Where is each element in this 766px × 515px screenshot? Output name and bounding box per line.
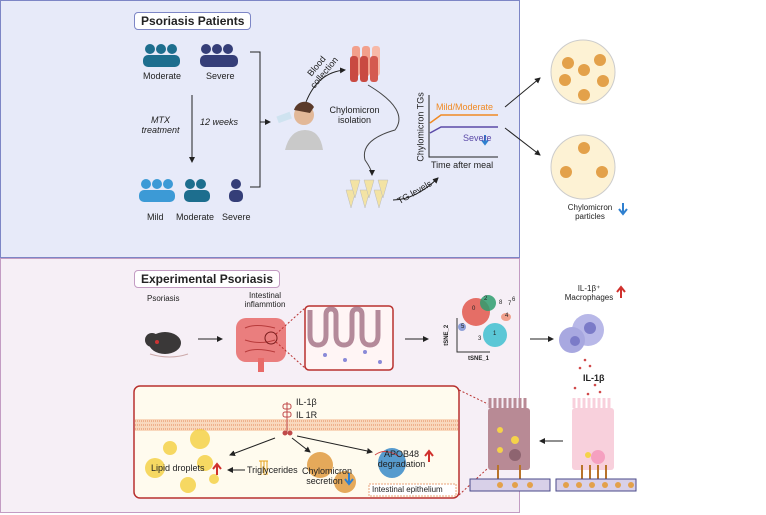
cluster-1 bbox=[483, 323, 507, 347]
il1b-dots bbox=[573, 358, 602, 396]
down-arrow-icon bbox=[481, 135, 489, 146]
basement-membrane bbox=[469, 478, 637, 492]
cluster-label-5: 5 bbox=[461, 324, 465, 330]
triglycerides-icon bbox=[259, 460, 268, 475]
chylomicron-particles-few bbox=[550, 134, 616, 200]
inflammation-label: Intestinal inflammtion bbox=[244, 291, 286, 309]
people-icon-severe-after bbox=[229, 179, 243, 202]
receptor-label: IL 1R bbox=[296, 410, 318, 420]
isolation-label: Chylomicron isolation bbox=[329, 105, 380, 125]
tsne-x-label: tSNE_1 bbox=[468, 356, 490, 362]
tsne-plot bbox=[456, 295, 511, 353]
apob48-label: APOB48 degradation bbox=[377, 449, 426, 469]
down-arrow-icon bbox=[344, 473, 354, 486]
particles-label: Chylomicron particles bbox=[567, 203, 613, 221]
cluster-5 bbox=[458, 323, 466, 331]
up-arrow-icon bbox=[212, 462, 222, 475]
cluster-label-7: 7 bbox=[508, 301, 512, 307]
cluster-label-3: 3 bbox=[478, 336, 482, 342]
epithelium-label: Intestinal epithelium bbox=[372, 485, 443, 494]
graph-x-label: Time after meal bbox=[431, 160, 494, 170]
cluster-label-8: 8 bbox=[499, 300, 503, 306]
treatment-label: MTX treatment bbox=[141, 115, 180, 135]
macrophage-icon bbox=[559, 314, 604, 353]
series-label-mild-moderate: Mild/Moderate bbox=[436, 102, 494, 112]
panel-title-patients: Psoriasis Patients bbox=[134, 12, 252, 30]
cluster-label-0: 0 bbox=[472, 306, 476, 312]
blood-tubes-icon bbox=[350, 46, 380, 82]
cluster-4 bbox=[501, 313, 511, 321]
cluster-2 bbox=[480, 295, 496, 311]
group-label-mild: Mild bbox=[147, 212, 164, 222]
triglycerides-label: Triglycerides bbox=[247, 465, 298, 475]
cluster-label-6: 6 bbox=[512, 297, 516, 303]
normal-epithelial-cell bbox=[572, 398, 614, 470]
people-icon-moderate bbox=[143, 44, 180, 67]
people-icon-severe bbox=[200, 44, 238, 67]
duration-label: 12 weeks bbox=[200, 117, 239, 127]
person-drinking-icon bbox=[276, 101, 323, 150]
macrophages-label: IL-1β⁺ Macrophages bbox=[564, 284, 614, 302]
down-arrow-icon bbox=[618, 203, 628, 216]
apob48-protein-icon bbox=[374, 448, 406, 478]
chylomicron-particles-many bbox=[550, 39, 616, 105]
intestine-icon bbox=[236, 318, 286, 372]
graph-y-label: Chylomicron TGs bbox=[415, 92, 426, 162]
mouse-icon bbox=[145, 332, 189, 358]
lipid-droplets-icon bbox=[145, 429, 219, 493]
group-label-moderate-after: Moderate bbox=[176, 212, 215, 222]
cluster-label-1: 1 bbox=[493, 331, 497, 337]
bracket-arrow bbox=[250, 51, 270, 188]
up-arrow-icon bbox=[424, 449, 434, 462]
group-label-severe: Severe bbox=[206, 71, 235, 81]
villi-inset bbox=[304, 305, 394, 371]
people-icon-moderate-after bbox=[184, 179, 210, 202]
psoriasis-label: Psoriasis bbox=[147, 294, 180, 303]
series-line-severe bbox=[429, 126, 498, 134]
tsne-y-label: tSNE_2 bbox=[444, 324, 451, 346]
group-label-severe-after: Severe bbox=[222, 212, 251, 222]
cluster-label-2: 2 bbox=[484, 296, 488, 302]
sample-tubes-icon bbox=[345, 179, 389, 209]
inflamed-epithelial-cell bbox=[488, 398, 530, 470]
group-label-moderate: Moderate bbox=[143, 71, 182, 81]
cell-membrane bbox=[135, 419, 458, 431]
ligand-label: IL-1β bbox=[296, 397, 317, 407]
chylomicron-icon bbox=[307, 452, 356, 493]
people-icon-mild bbox=[139, 179, 175, 202]
cluster-label-4: 4 bbox=[505, 313, 509, 319]
series-line-mild-moderate bbox=[429, 114, 498, 124]
chylomicron-secretion-label: Chylomicron secretion bbox=[302, 466, 353, 486]
il1r-receptor-icon bbox=[282, 402, 293, 436]
series-label-severe: Severe bbox=[463, 133, 492, 143]
tg-graph bbox=[428, 95, 498, 158]
lipid-droplets-label: Lipid droplets bbox=[151, 463, 205, 473]
il1b-label: IL-1β bbox=[583, 373, 605, 383]
panel-title-experimental: Experimental Psoriasis bbox=[134, 270, 281, 288]
up-arrow-icon bbox=[616, 285, 626, 298]
